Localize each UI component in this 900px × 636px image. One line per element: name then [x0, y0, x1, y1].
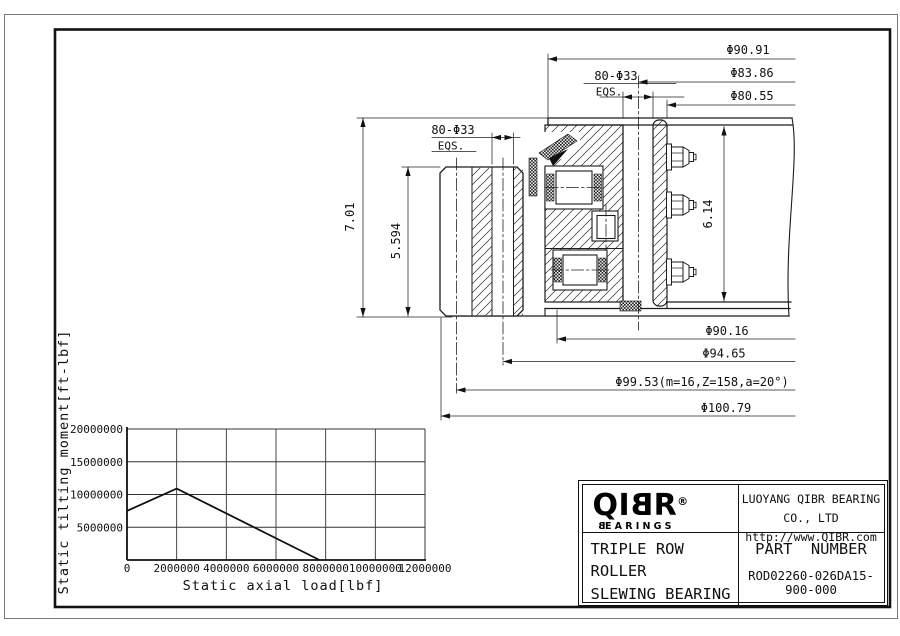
- x-tick-label: 6000000: [253, 562, 299, 575]
- radial-roller: [591, 210, 619, 242]
- dim-label: Φ94.65: [702, 347, 745, 361]
- x-axis-title: Static axial load[lbf]: [183, 578, 384, 594]
- logo-letter: R: [653, 487, 678, 523]
- part-number-cell: PART NUMBER ROD02260-026DA15-900-000: [739, 533, 884, 606]
- product-cell: TRIPLE ROW ROLLER SLEWING BEARING: [583, 532, 739, 605]
- grease-fitting: [666, 258, 697, 286]
- logo-letters: EARINGS: [604, 520, 675, 532]
- registered-mark: ®: [677, 494, 689, 508]
- x-tick-label: 0: [124, 562, 131, 575]
- x-tick-label: 2000000: [153, 562, 199, 575]
- dimension-labels: Φ90.91 Φ83.86 Φ80.55 80-Φ33 EQS. 80-Φ33 …: [343, 43, 789, 415]
- grease-fittings: [666, 143, 697, 286]
- logo-letter: B: [630, 487, 654, 523]
- company-name: LUOYANG QIBR BEARING CO., LTD: [741, 491, 881, 525]
- dim-label: 80-Φ33: [594, 69, 637, 83]
- grease-fitting: [666, 191, 697, 219]
- product-line: TRIPLE ROW: [590, 539, 684, 558]
- title-block: QIBR® BEARINGS LUOYANG QIBR BEARING CO.,…: [578, 480, 888, 606]
- chart-series-line: [126, 487, 320, 561]
- logo-letter: Q: [592, 487, 619, 523]
- drawing-frame: [53, 28, 892, 609]
- upper-seal: [528, 132, 580, 197]
- flange-strip: [652, 119, 668, 307]
- company-url: http://www.QIBR.com: [745, 529, 877, 544]
- part-number-heading: PART NUMBER: [755, 539, 867, 558]
- logo-subtitle: BEARINGS: [593, 521, 738, 532]
- y-axis-title: Static tilting moment[ft-lbf]: [56, 330, 72, 595]
- part-number-value: ROD02260-026DA15-900-000: [748, 568, 874, 597]
- x-tick-label: 4000000: [203, 562, 249, 575]
- inner-ring-assembly: [528, 119, 668, 312]
- centerlines: [456, 75, 639, 394]
- product-line: ROLLER: [590, 562, 647, 580]
- product-line: SLEWING BEARING: [590, 584, 731, 603]
- dim-label: Φ80.55: [730, 89, 773, 103]
- x-tick-label: 8000000: [302, 562, 348, 575]
- logo-cell: QIBR® BEARINGS: [583, 484, 739, 532]
- y-tick-label: 10000000: [70, 489, 123, 502]
- y-tick-label: 5000000: [77, 521, 123, 534]
- company-cell: LUOYANG QIBR BEARING CO., LTD http://www…: [739, 485, 884, 544]
- x-tick-label: 10000000: [349, 562, 402, 575]
- qibr-logo: QIBR®: [592, 487, 738, 523]
- dim-label: Φ100.79: [701, 401, 752, 415]
- y-tick-label: 20000000: [70, 423, 123, 436]
- dim-label: 5.594: [389, 223, 403, 259]
- dimension-arrows: [360, 56, 727, 419]
- dim-label: 7.01: [343, 203, 357, 232]
- logo-letter: I: [618, 487, 631, 523]
- dim-label: Φ99.53(m=16,Z=158,a=20°): [615, 375, 788, 389]
- break-line: [787, 117, 795, 317]
- dim-label: Φ90.91: [726, 43, 769, 57]
- bearing-cross-section: Φ90.91 Φ83.86 Φ80.55 80-Φ33 EQS. 80-Φ33 …: [343, 43, 796, 421]
- dim-label: Φ90.16: [705, 324, 748, 338]
- dim-label: 6.14: [701, 200, 715, 229]
- y-tick-label: 15000000: [70, 456, 123, 469]
- logo-letter: B: [594, 520, 605, 532]
- x-tick-label: 12000000: [399, 562, 452, 575]
- grease-fitting: [666, 143, 697, 171]
- geared-ring: [439, 166, 524, 317]
- outer-page-border: [4, 14, 898, 619]
- title-block-inner: QIBR® BEARINGS LUOYANG QIBR BEARING CO.,…: [581, 483, 885, 606]
- dimension-lines: [356, 53, 796, 421]
- dim-label: Φ83.86: [730, 66, 773, 80]
- dim-label: EQS.: [438, 140, 465, 153]
- dim-label: EQS.: [596, 86, 623, 99]
- dim-label: 80-Φ33: [431, 123, 474, 137]
- lower-seal: [619, 300, 642, 312]
